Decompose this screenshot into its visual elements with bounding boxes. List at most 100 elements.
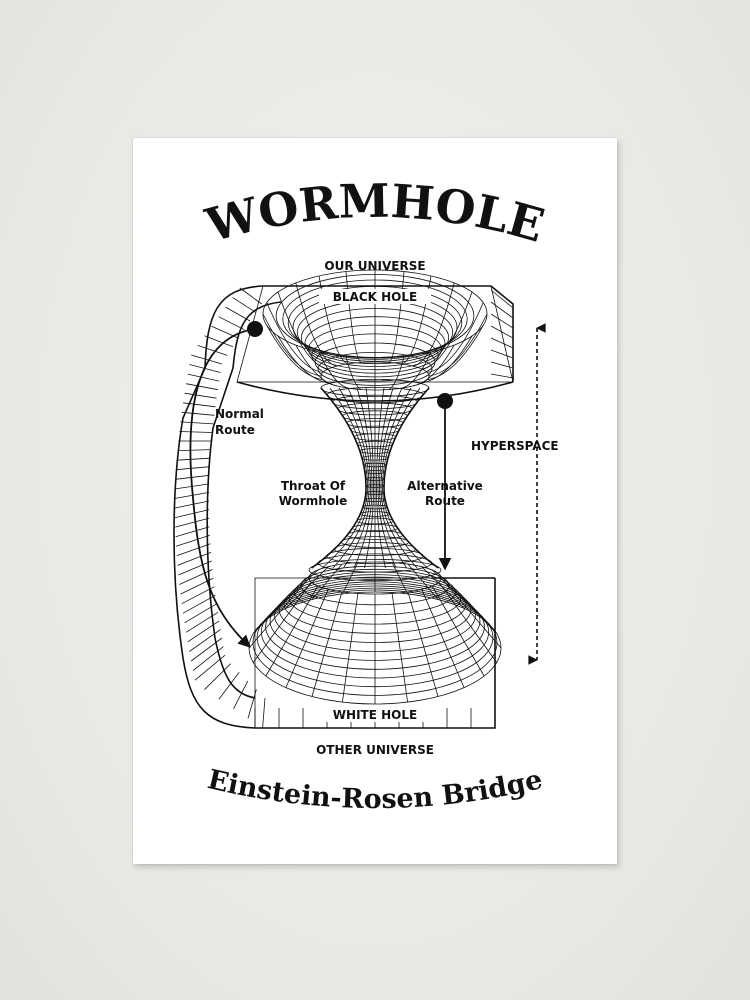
throat-label-line1: Throat Of <box>281 479 346 493</box>
fold-rib <box>211 325 239 339</box>
upper-funnel-radial <box>295 344 337 387</box>
fold-rib <box>175 526 210 538</box>
fold-rib <box>175 509 210 518</box>
fold-rib <box>189 629 221 652</box>
lower-funnel-radial <box>438 573 497 634</box>
wormhole-diagram: WORMHOLE OUR UNIVERSE BLACK HOLE Normal … <box>173 174 559 815</box>
white-hole-label: WHITE HOLE <box>333 708 417 722</box>
fold-rib <box>175 517 210 528</box>
upper-funnel-radial <box>421 291 473 370</box>
fold-rib <box>186 383 218 391</box>
fold-rib <box>204 663 231 690</box>
throat-outline-left <box>311 387 367 569</box>
lower-funnel-radial <box>248 577 310 649</box>
fold-rib <box>197 345 228 356</box>
fold-rib <box>187 620 220 643</box>
fold-rib <box>182 594 216 614</box>
lower-funnel-radial <box>285 566 329 609</box>
upper-right-wall-line <box>490 325 514 339</box>
lower-funnel-radial <box>342 593 359 703</box>
lower-funnel-radial <box>421 589 465 688</box>
upper-funnel-radial <box>266 302 323 373</box>
throat-meridian <box>353 387 373 569</box>
poster-subtitle: Einstein-Rosen Bridge <box>205 764 546 815</box>
throat-meridian <box>343 387 371 569</box>
fold-rib <box>184 392 217 399</box>
fold-rib <box>232 297 257 313</box>
throat-meridian <box>383 387 439 569</box>
throat-meridian <box>379 387 407 569</box>
upper-right-wall-line <box>490 349 514 359</box>
upper-funnel-radial <box>277 335 329 384</box>
upper-funnel-radial <box>388 271 405 363</box>
black-hole-label: BLACK HOLE <box>333 290 417 304</box>
lower-funnel-radial <box>440 577 502 649</box>
upper-funnel-radial <box>266 325 323 380</box>
wormhole-mesh <box>173 269 514 729</box>
title-text: WORMHOLE <box>200 174 550 253</box>
lower-funnel-radial <box>421 566 465 609</box>
fold-rib <box>179 569 213 585</box>
fold-rib <box>176 457 211 461</box>
upper-funnel-radial <box>427 302 484 373</box>
subtitle-text: Einstein-Rosen Bridge <box>205 764 546 815</box>
lower-funnel-radial <box>252 581 312 663</box>
upper-right-wall-line <box>490 289 514 309</box>
fold-rib <box>191 354 223 365</box>
upper-funnel-radial <box>401 351 432 389</box>
upper-funnel-radial <box>388 356 405 390</box>
upper-sheet-front-edge <box>236 381 514 402</box>
fold-rib <box>247 689 257 719</box>
throat-meridian <box>377 387 397 569</box>
upper-funnel-radial <box>345 356 362 390</box>
fold-outer-edge <box>173 285 264 729</box>
throat-meridian <box>380 387 418 569</box>
poster-print: WORMHOLE OUR UNIVERSE BLACK HOLE Normal … <box>133 138 617 864</box>
upper-right-wall-line <box>490 361 514 369</box>
fold-rib <box>175 534 211 547</box>
fold-rib <box>181 586 215 605</box>
white-hole-label-bg <box>317 707 433 722</box>
upper-right-wall-line <box>490 301 514 319</box>
upper-funnel-radial <box>421 335 473 384</box>
upper-funnel-radial <box>427 325 484 380</box>
upper-funnel-radial <box>318 351 349 389</box>
fold-rib <box>176 466 210 471</box>
throat-meridian <box>332 387 370 569</box>
upper-right-wall-line <box>490 337 514 349</box>
hyperspace-label: HYPERSPACE <box>471 439 559 453</box>
poster-title: WORMHOLE <box>200 174 550 253</box>
upper-funnel-radial <box>277 291 329 370</box>
throat-label-line2: Wormhole <box>279 494 348 508</box>
throat-meridian <box>382 387 428 569</box>
fold-rib <box>183 402 216 408</box>
lower-funnel-radial <box>407 563 439 600</box>
lower-funnel-radial <box>311 591 343 697</box>
fold-rib <box>179 431 213 433</box>
lower-funnel-radial <box>438 581 498 663</box>
upper-funnel-radial <box>428 313 488 377</box>
lower-funnel-radial <box>265 585 319 677</box>
lower-funnel-radial <box>342 562 359 595</box>
lower-sheet-edge <box>255 578 496 729</box>
throat-outline-right <box>383 387 439 569</box>
upper-funnel-radial <box>262 313 322 377</box>
fold-rib <box>218 672 240 700</box>
upper-funnel-radial <box>413 282 455 367</box>
fold-rib <box>225 306 251 322</box>
normal-route-label-line1: Normal <box>215 407 264 421</box>
fold-rib <box>239 287 263 305</box>
fold-rib <box>192 646 224 671</box>
upper-right-wall-line <box>490 313 514 329</box>
lower-funnel-radial <box>285 589 329 688</box>
fold-rib <box>204 335 234 348</box>
normal-route-label-line2: Route <box>215 423 255 437</box>
fold-rib <box>177 449 212 451</box>
lower-funnel-radial <box>391 562 408 595</box>
upper-right-wall-line <box>490 373 514 379</box>
route-markers <box>189 321 546 665</box>
fold-rib <box>184 603 217 624</box>
fold-rib <box>180 421 214 425</box>
fold-rib <box>262 697 266 729</box>
fold-rib <box>178 560 212 576</box>
